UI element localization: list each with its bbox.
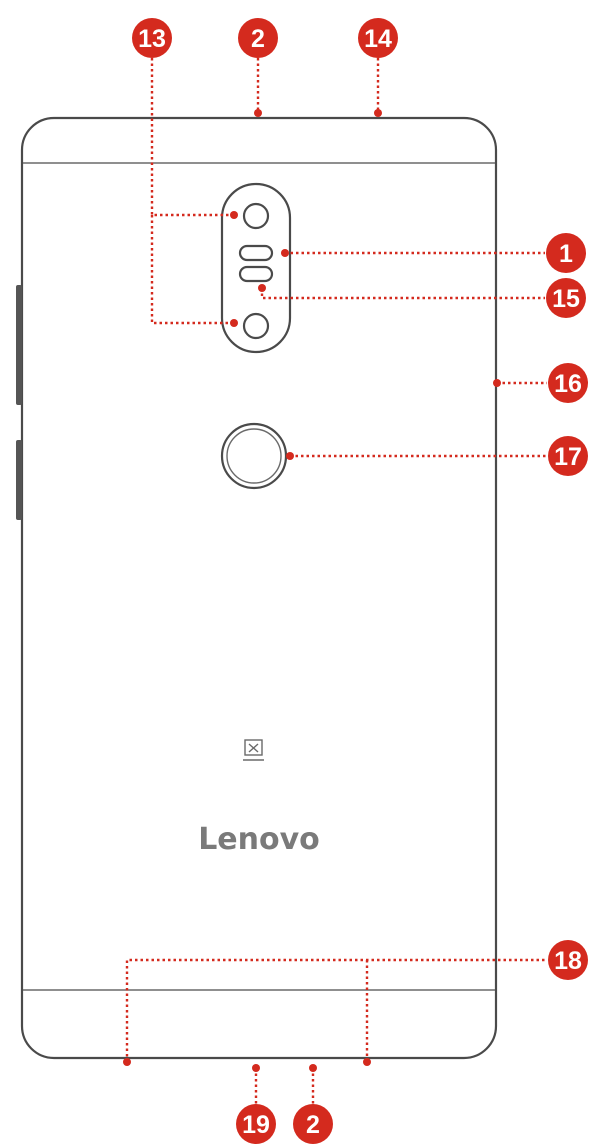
anchor-dots — [123, 109, 501, 1072]
svg-text:16: 16 — [554, 370, 582, 398]
lenovo-logo: Lenovo — [198, 822, 320, 857]
svg-text:2: 2 — [251, 25, 265, 53]
leader-lines — [125, 58, 547, 1118]
callout-badge-18: 18 — [548, 940, 588, 980]
volume-button — [16, 285, 22, 405]
flash-upper — [238, 244, 274, 262]
svg-text:18: 18 — [554, 947, 582, 975]
callout-badge-1: 1 — [546, 233, 586, 273]
phone-body — [16, 116, 498, 1060]
svg-text:19: 19 — [242, 1111, 270, 1139]
callout-badge-14: 14 — [358, 18, 398, 58]
power-button — [16, 440, 22, 520]
callout-badge-13: 13 — [132, 18, 172, 58]
camera-lens-top — [242, 202, 270, 230]
certification-mark-icon — [243, 739, 264, 761]
svg-text:2: 2 — [306, 1111, 320, 1139]
camera-module — [220, 182, 292, 354]
svg-text:13: 13 — [138, 25, 166, 53]
callout-badge-17: 17 — [548, 436, 588, 476]
callout-badge-16: 16 — [548, 363, 588, 403]
callout-badge-19: 19 — [236, 1104, 276, 1144]
svg-text:17: 17 — [554, 443, 582, 471]
fingerprint-sensor — [220, 422, 288, 490]
flash-lower — [238, 265, 274, 283]
svg-text:14: 14 — [364, 25, 392, 53]
callout-badge-2-top: 2 — [238, 18, 278, 58]
svg-text:15: 15 — [552, 285, 580, 313]
svg-text:1: 1 — [559, 240, 573, 268]
callout-badge-15: 15 — [546, 278, 586, 318]
camera-lens-bottom — [242, 312, 270, 340]
callout-badge-2-bottom: 2 — [293, 1104, 333, 1144]
